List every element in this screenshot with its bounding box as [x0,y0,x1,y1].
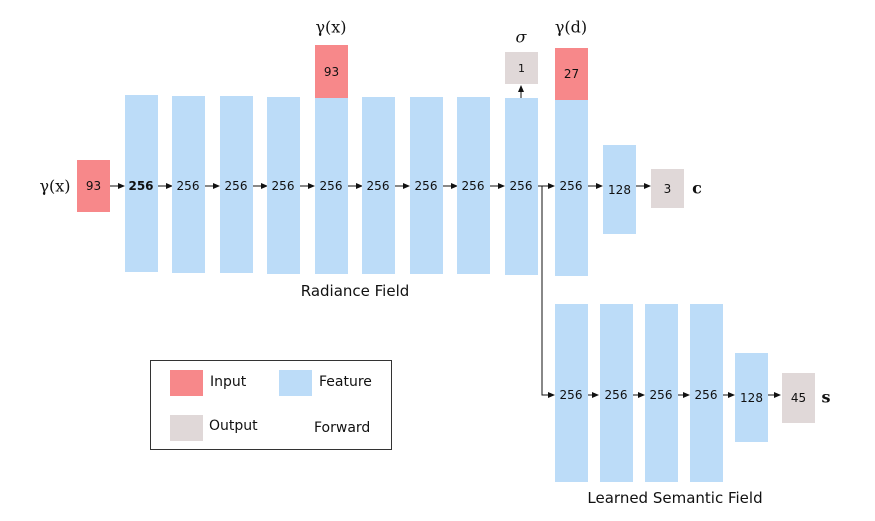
skip-input-block: 93 [315,45,348,98]
density-symbol: σ [515,27,527,47]
direction-input-block: 27 [555,48,588,100]
layer-width-label: 256 [224,179,248,193]
layer-width-label: 256 [271,179,295,193]
layer-width-label: 256 [509,179,533,193]
semantic-layer-width-label: 256 [694,388,718,402]
layer-width-label: 256 [128,179,154,193]
legend: Input Feature Output Forward [150,360,392,450]
input-position-symbol: γ(x) [39,176,71,196]
layer-width-label: 256 [176,179,200,193]
semantic-feature-layer-128: 128 [735,353,768,442]
layer-width-label: 256 [559,179,583,193]
legend-feature-label: Feature [319,374,372,390]
semantic-layer-width-label: 256 [649,388,673,402]
semantic-field-caption: Learned Semantic Field [587,489,763,507]
semantic-output-symbol: s [821,387,831,407]
radiance-field-caption: Radiance Field [300,282,410,300]
feature-layer-128: 128 [603,145,636,234]
color-output-block: 3 [651,169,684,208]
layer-width-label: 256 [414,179,438,193]
legend-forward-label: Forward [314,420,371,436]
legend-output-swatch [170,415,203,441]
semantic-layer-width-label: 256 [559,388,583,402]
legend-input-swatch [170,370,203,396]
semantic-output-block: 45 [782,373,815,423]
layer-width-label: 256 [319,179,343,193]
density-output-block: 1 [505,52,538,84]
color-output-symbol: c [692,178,702,198]
position-input-block: 93 [77,160,110,212]
layer-width-label: 256 [461,179,485,193]
legend-output-label: Output [209,418,258,434]
semantic-branch-arrow [541,186,555,398]
layer-width-label: 256 [366,179,390,193]
legend-input-label: Input [210,374,247,390]
direction-input-symbol: γ(d) [554,17,588,37]
legend-feature-swatch [279,370,312,396]
skip-input-symbol: γ(x) [315,17,347,37]
semantic-layer-width-label: 256 [604,388,628,402]
